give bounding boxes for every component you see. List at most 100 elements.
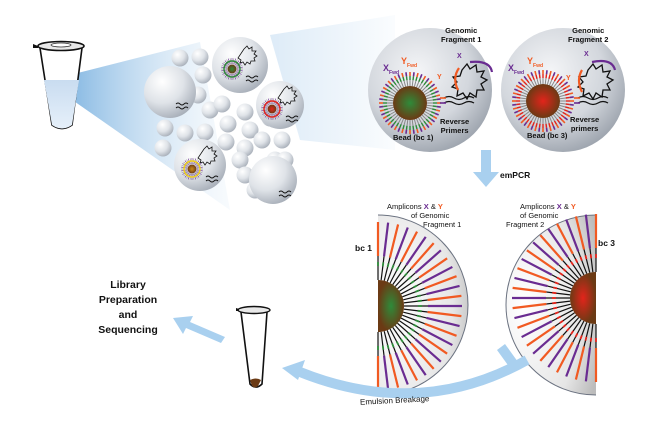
bead-1-title-line2: Fragment 1 xyxy=(441,35,481,44)
amplicons-1-line1: Amplicons X & Y xyxy=(387,202,461,211)
barcode-segment xyxy=(539,74,540,78)
tube-pellet xyxy=(236,307,270,388)
reverse-primers-1-line2: Primers xyxy=(440,126,469,135)
primer-tip xyxy=(569,93,573,94)
fragment-1-y-label: Y xyxy=(437,74,442,81)
primer-tip xyxy=(379,107,383,108)
y-label: Y xyxy=(571,202,576,211)
bead-2-core xyxy=(526,84,560,118)
small-droplet xyxy=(218,134,235,151)
x-label: X xyxy=(424,202,429,211)
y-label: Y xyxy=(438,202,443,211)
bead-1-y-fwd-label: YFwd xyxy=(401,56,417,69)
bead-1-title-line1: Genomic xyxy=(441,26,481,35)
emulsion-droplet xyxy=(144,66,196,118)
bead-1-x-fwd-label: XFwd xyxy=(383,63,399,76)
small-droplet xyxy=(197,124,214,141)
barcode-segment xyxy=(416,125,417,129)
barcode-segment xyxy=(403,125,404,129)
primer-tip xyxy=(512,105,516,106)
bead-2-title-line2: Fragment 2 xyxy=(568,35,608,44)
small-droplet xyxy=(172,50,189,67)
barcode-segment xyxy=(566,97,570,98)
emulsion-droplet xyxy=(212,37,268,93)
amplicons-2-line1: Amplicons X & Y xyxy=(506,202,576,211)
amplicon-barcode xyxy=(388,263,389,267)
amplicons-2-line3: Fragment 2 xyxy=(506,220,576,229)
fwd-subscript: Fwd xyxy=(533,63,543,69)
primer-tip xyxy=(539,70,540,74)
mini-bead-core xyxy=(188,165,197,174)
reverse-primers-2-line2: primers xyxy=(570,124,599,133)
bead-1-core xyxy=(393,86,427,120)
reverse-primers-2-line1: Reverse xyxy=(570,115,599,124)
primer-tip xyxy=(513,93,517,94)
barcode-segment xyxy=(406,126,407,130)
reverse-primers-1-line1: Reverse xyxy=(440,117,469,126)
amplicon-barcode xyxy=(553,287,557,288)
primer-tip xyxy=(512,97,516,98)
ampersand: & xyxy=(564,202,569,211)
amplicons-word: Amplicons xyxy=(387,202,422,211)
barcode-segment xyxy=(516,97,520,98)
primer-tip xyxy=(437,107,441,108)
amplicon-bead-1 xyxy=(378,215,468,395)
emulsion-droplet xyxy=(256,81,304,129)
amplicon-barcode xyxy=(388,345,389,349)
primer-tip xyxy=(414,72,415,76)
bead-1-title: Genomic Fragment 1 xyxy=(441,26,481,44)
bead-2-x-fwd-label: XFwd xyxy=(508,63,524,76)
barcode-segment xyxy=(539,124,540,128)
tube-emulsion xyxy=(33,42,84,129)
bead-2-title: Genomic Fragment 2 xyxy=(568,26,608,44)
ampersand: & xyxy=(431,202,436,211)
bc-1-label: bc 1 xyxy=(355,243,372,253)
amplicons-2-line2: of Genomic xyxy=(506,211,576,220)
bead-1-label: Bead (bc 1) xyxy=(393,133,433,142)
small-droplet xyxy=(214,96,231,113)
barcode-segment xyxy=(383,106,387,107)
library-line1: Library xyxy=(72,278,184,293)
barcode-segment xyxy=(546,124,547,128)
primer-tip xyxy=(437,99,441,100)
primer-tip xyxy=(569,108,573,109)
small-droplet xyxy=(220,116,237,133)
barcode-segment xyxy=(546,74,547,78)
bead-2-label: Bead (bc 3) xyxy=(527,131,567,140)
small-droplet xyxy=(192,49,209,66)
fwd-subscript: Fwd xyxy=(389,70,399,76)
small-droplet xyxy=(177,125,194,142)
primer-tip xyxy=(436,95,440,96)
bead-2-title-line1: Genomic xyxy=(568,26,608,35)
primer-tip xyxy=(436,110,440,111)
barcode-segment xyxy=(516,104,520,105)
primer-tip xyxy=(547,70,548,74)
small-droplet xyxy=(237,104,254,121)
bc-3-label: bc 3 xyxy=(598,238,615,248)
primer-tip xyxy=(535,71,536,75)
barcode-segment xyxy=(433,106,437,107)
primer-tip xyxy=(417,73,418,77)
barcode-segment xyxy=(416,77,417,81)
barcode-segment xyxy=(566,104,570,105)
barcode-segment xyxy=(433,99,437,100)
amplicons-1-line3: Fragment 1 xyxy=(387,220,461,229)
library-line3: and xyxy=(72,308,184,323)
fwd-subscript: Fwd xyxy=(407,63,417,69)
small-droplet xyxy=(157,120,174,137)
barcode-segment xyxy=(413,126,414,130)
barcode-segment xyxy=(383,99,387,100)
primer-tip xyxy=(513,108,517,109)
amplicon-barcode xyxy=(585,255,586,259)
small-droplet xyxy=(155,140,172,157)
library-preparation-label: Library Preparation and Sequencing xyxy=(72,278,184,338)
primer-tip xyxy=(570,105,574,106)
empcr-label: emPCR xyxy=(500,170,530,180)
small-droplet xyxy=(195,67,212,84)
amplicon-barcode xyxy=(417,295,421,296)
small-droplet xyxy=(232,152,249,169)
amplicon-barcode xyxy=(417,316,421,317)
fragment-2-x-label: X xyxy=(584,51,589,58)
barcode-segment xyxy=(413,76,414,80)
